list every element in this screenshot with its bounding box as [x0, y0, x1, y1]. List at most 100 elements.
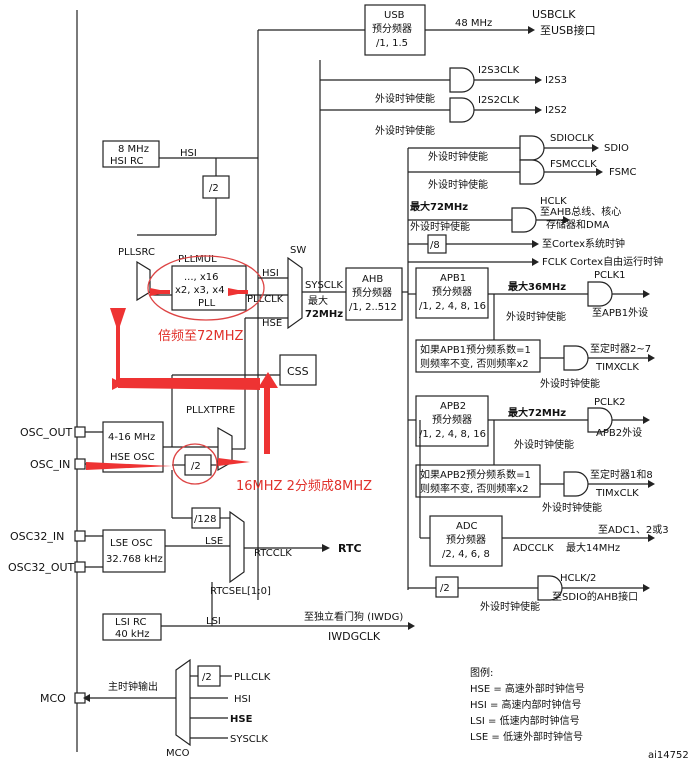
pclk2-label: PCLK2: [594, 397, 626, 408]
css-box: CSS: [279, 354, 317, 386]
svg-text:LSE OSC: LSE OSC: [110, 538, 153, 549]
svg-text:x2, x3, x4: x2, x3, x4: [175, 285, 225, 296]
lse-osc-box: LSE OSC 32.768 kHz: [102, 529, 166, 573]
svg-text:OSC_IN: OSC_IN: [30, 458, 70, 471]
rtc-label: RTC: [338, 542, 362, 555]
svg-text:32.768 kHz: 32.768 kHz: [106, 554, 163, 565]
hclk-label: HCLK: [540, 196, 567, 207]
enable-hclk: 外设时钟使能: [410, 220, 470, 233]
pllmul-label: PLLMUL: [178, 254, 217, 265]
svg-text:8 MHz: 8 MHz: [118, 144, 149, 155]
sdio-gate: [519, 135, 545, 161]
fsmc-label: FSMC: [609, 167, 637, 178]
pclk2-gate: [587, 407, 613, 433]
lse-label: LSE: [205, 536, 223, 547]
svg-text:OSC32_IN: OSC32_IN: [10, 530, 64, 543]
tim18-gate: [563, 471, 589, 497]
svg-text:..., x16: ..., x16: [184, 272, 219, 283]
svg-text:HSE OSC: HSE OSC: [110, 452, 155, 463]
lsi-label: LSI: [206, 616, 221, 627]
enable-i2s2: 外设时钟使能: [375, 124, 435, 137]
svg-text:LSI RC: LSI RC: [115, 617, 146, 628]
svg-text:/1, 2..512: /1, 2..512: [349, 302, 397, 313]
div2-mco-box: /2: [197, 665, 221, 687]
mco-hse-label: HSE: [230, 714, 253, 725]
pllxtpre-label: PLLXTPRE: [186, 405, 235, 416]
svg-text:预分频器: 预分频器: [352, 286, 392, 299]
div2-hsi-box: /2: [202, 175, 230, 199]
sdio-ahb-gate: [537, 575, 563, 601]
i2s2-label: I2S2: [545, 105, 567, 116]
fclk-label: FCLK Cortex自由运行时钟: [542, 255, 663, 268]
svg-text:/8: /8: [430, 240, 440, 251]
svg-text:4-16 MHz: 4-16 MHz: [108, 432, 155, 443]
apb2-timer-mult-box: 如果APB2预分频系数=1 则频率不变, 否则频率x2: [415, 464, 541, 498]
pclk1-label: PCLK1: [594, 270, 626, 281]
mco-sysclk-label: SYSCLK: [230, 734, 268, 745]
adc-max-label: 最大14MHz: [566, 541, 620, 554]
svg-text:OSC_OUT: OSC_OUT: [20, 426, 73, 439]
pin-osc32-out: OSC32_OUT: [8, 561, 103, 574]
enable-i2s3: 外设时钟使能: [375, 92, 435, 105]
svg-text:如果APB2预分频系数=1: 如果APB2预分频系数=1: [420, 468, 531, 481]
hsi-rc-box: 8 MHz HSI RC: [102, 140, 160, 168]
figure-id: ai14752: [648, 750, 689, 760]
svg-text:/2: /2: [202, 672, 212, 683]
tim27-label: 至定时器2~7: [590, 342, 651, 355]
max72-apb2-label: 最大72MHz: [508, 406, 566, 419]
i2s3-label: I2S3: [545, 75, 567, 86]
hclk-gate: [511, 207, 537, 233]
svg-text:/2: /2: [440, 583, 450, 594]
svg-text:PLL: PLL: [198, 298, 216, 309]
mco-mux-label: MCO: [166, 748, 190, 759]
svg-text:ADC: ADC: [456, 521, 478, 532]
hclk-dest1: 至AHB总线、核心: [540, 205, 621, 218]
pclk2-dest-label: APB2外设: [596, 427, 642, 439]
sdioclk-label: SDIOCLK: [550, 133, 594, 144]
legend: 图例: HSE = 高速外部时钟信号 HSI = 高速内部时钟信号 LSI = …: [470, 666, 585, 743]
pin-mco: MCO: [40, 692, 86, 705]
svg-text:40 kHz: 40 kHz: [115, 629, 149, 640]
max-label: 最大: [308, 294, 328, 307]
div8-box: /8: [427, 234, 447, 254]
legend-hsi: HSI = 高速内部时钟信号: [470, 698, 582, 711]
svg-text:则频率不变, 否则频率x2: 则频率不变, 否则频率x2: [420, 482, 529, 495]
sdio-ahb-label: 至SDIO的AHB接口: [552, 590, 638, 603]
svg-text:/128: /128: [194, 514, 216, 525]
max-72mhz-label: 72MHz: [305, 309, 343, 320]
pll-box: ..., x16 x2, x3, x4 PLL: [171, 265, 247, 311]
mco-mux: [175, 658, 191, 747]
pllsrc-mux: [136, 260, 151, 302]
apb1-timer-mult-box: 如果APB1预分频系数=1 则频率不变, 否则频率x2: [415, 339, 541, 373]
svg-text:/1, 1.5: /1, 1.5: [376, 38, 408, 49]
iwdg-dest-label: 至独立看门狗 (IWDG): [304, 610, 403, 623]
i2s3-gate: [449, 67, 542, 93]
div2-hse-box: /2: [184, 454, 212, 476]
svg-text:如果APB1预分频系数=1: 如果APB1预分频系数=1: [420, 343, 531, 356]
enable-pclk2: 外设时钟使能: [514, 438, 574, 451]
svg-text:MCO: MCO: [40, 692, 66, 705]
svg-text:AHB: AHB: [362, 274, 383, 285]
tim18-label: 至定时器1和8: [590, 468, 653, 481]
svg-text:/1, 2, 4, 8, 16: /1, 2, 4, 8, 16: [419, 301, 486, 312]
hse-div2-highlight: [172, 443, 218, 485]
pclk1-dest-label: 至APB1外设: [592, 307, 648, 319]
pin-osc32-in: OSC32_IN: [10, 530, 103, 543]
pin-osc-in: OSC_IN: [30, 458, 103, 471]
sdio-label: SDIO: [604, 143, 629, 154]
timxclk-label: TIMXCLK: [595, 362, 639, 373]
adcclk-label: ADCCLK: [513, 543, 554, 554]
svg-text:预分频器: 预分频器: [432, 285, 472, 298]
cortex-tick-label: 至Cortex系统时钟: [542, 237, 625, 250]
enable-sdio-ahb: 外设时钟使能: [480, 600, 540, 613]
enable-fsmc: 外设时钟使能: [428, 178, 488, 191]
adc-dest-label: 至ADC1、2或3: [598, 524, 669, 536]
hclk2-label: HCLK/2: [560, 573, 596, 584]
max72-hclk-label: 最大72MHz: [410, 200, 468, 213]
usb-dest-label: 至USB接口: [540, 24, 596, 37]
sysclk-label: SYSCLK: [305, 280, 343, 291]
iwdgclk-label: IWDGCLK: [328, 630, 381, 643]
apb2-prescaler-box: APB2 预分频器 /1, 2, 4, 8, 16: [415, 395, 489, 447]
mco-output-label: 主时钟输出: [108, 680, 158, 693]
